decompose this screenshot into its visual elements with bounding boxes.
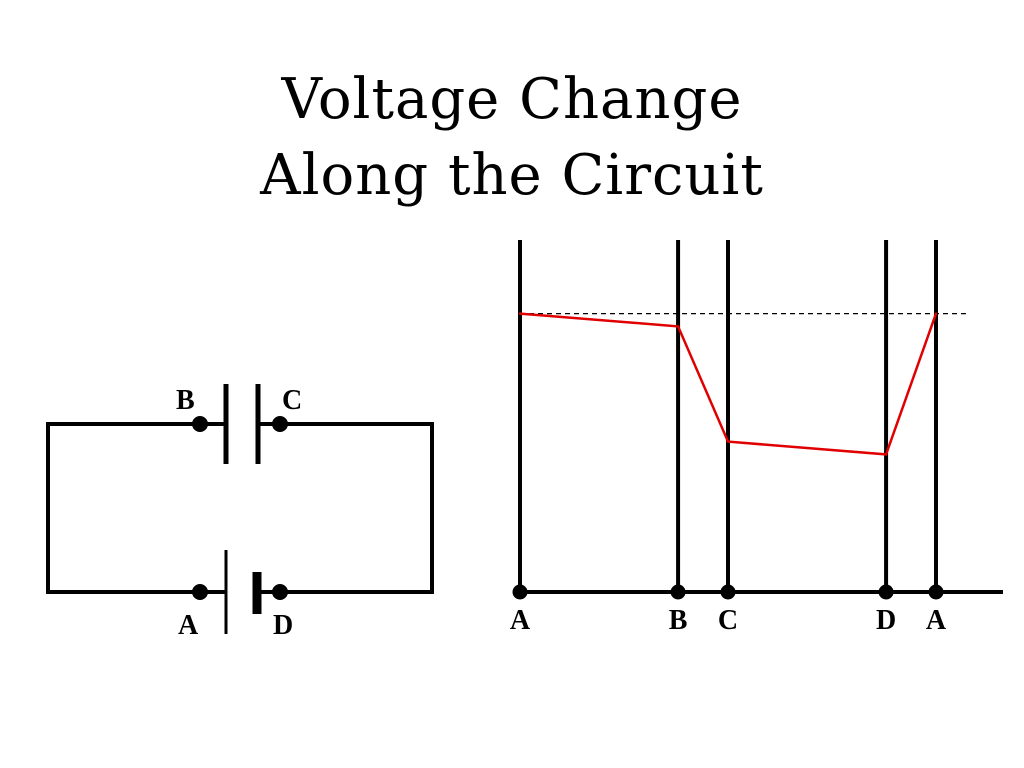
circuit-label-a: A	[178, 610, 199, 641]
axis-label-2: C	[718, 605, 738, 636]
circuit-label-c: C	[282, 385, 302, 416]
axis-node-dot-3	[878, 584, 894, 600]
circuit-label-b: B	[176, 385, 195, 416]
axis-label-0: A	[510, 605, 531, 636]
voltage-point-0	[518, 312, 522, 315]
axis-label-4: A	[926, 605, 947, 636]
circuit-node-d	[272, 584, 288, 600]
axis-node-dot-4	[928, 584, 944, 600]
axis-label-1: B	[669, 605, 688, 636]
voltage-point-1	[676, 325, 680, 328]
circuit-node-b	[192, 416, 208, 432]
title-line-1: Voltage Change	[281, 67, 743, 132]
axis-node-dot-1	[670, 584, 686, 600]
axis-node-dot-2	[720, 584, 736, 600]
axis-label-3: D	[876, 605, 896, 636]
voltage-point-3	[884, 453, 888, 456]
circuit-node-c	[272, 416, 288, 432]
circuit-label-d: D	[273, 610, 293, 641]
axis-node-dot-0	[512, 584, 528, 600]
circuit-node-a	[192, 584, 208, 600]
voltage-point-2	[726, 440, 730, 443]
slide-title: Voltage Change Along the Circuit	[0, 62, 1024, 214]
circuit-nodes	[192, 416, 288, 600]
circuit-diagram	[46, 384, 434, 634]
title-line-2: Along the Circuit	[260, 143, 764, 208]
voltage-point-4	[934, 312, 938, 315]
